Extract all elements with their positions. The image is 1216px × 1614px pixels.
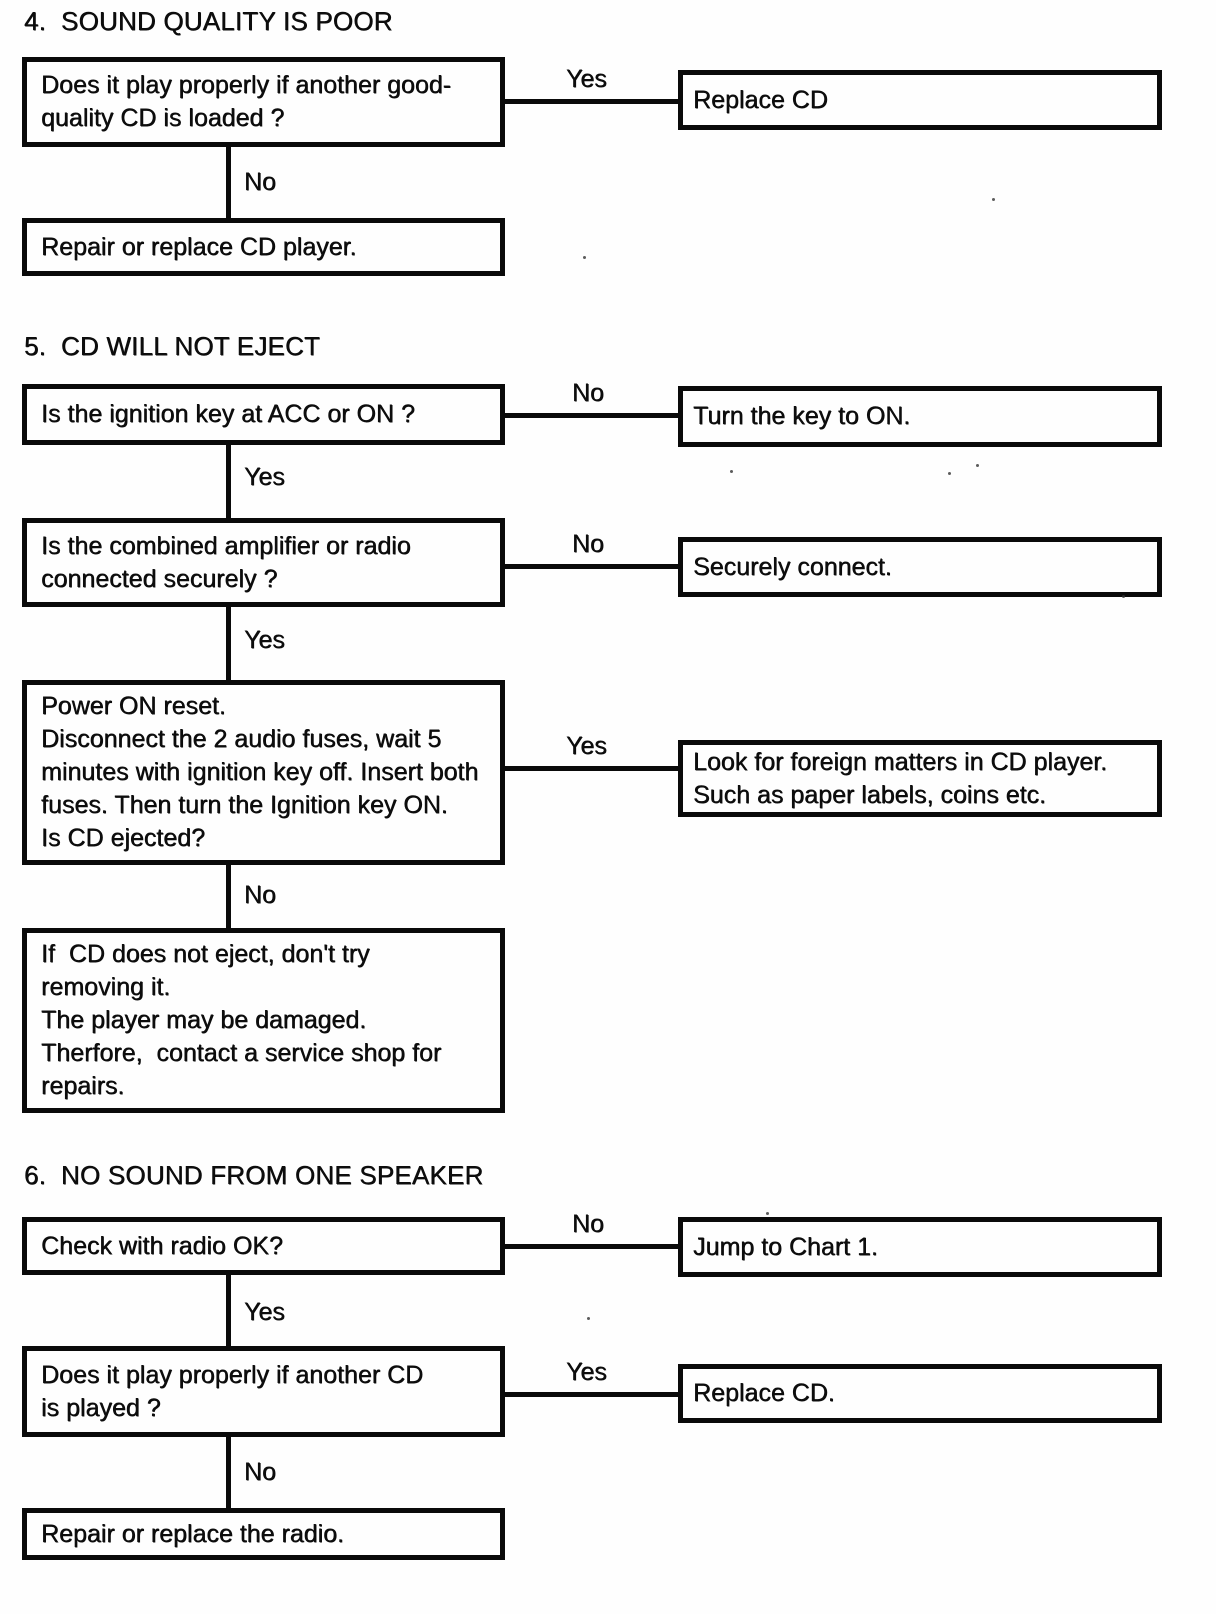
s4-repair-cd-player-box: Repair or replace CD player. (22, 218, 505, 276)
s5-power-on-reset-box: Power ON reset. Disconnect the 2 audio f… (22, 680, 505, 865)
s6-yes-branch-line-2 (500, 1392, 680, 1397)
s4-question-cd-quality-box: Does it play properly if another good- q… (22, 57, 505, 147)
s6-yes-branch-label-2: Yes (566, 1358, 607, 1386)
s6-no-connector-line-2 (226, 1435, 231, 1510)
s6-jump-to-chart-box: Jump to Chart 1. (678, 1217, 1162, 1277)
scan-speck (992, 198, 995, 201)
s5-no-branch-label-2: No (572, 530, 604, 558)
s6-no-connector-label-2: No (244, 1458, 276, 1486)
scan-speck (587, 1317, 590, 1320)
section-5-title: 5. CD WILL NOT EJECT (24, 331, 321, 361)
s4-no-connector-label: No (244, 168, 276, 196)
s5-securely-connect-box: Securely connect. (678, 537, 1162, 597)
s6-question-radio-ok-box: Check with radio OK? (22, 1217, 505, 1275)
s5-yes-connector-label-2: Yes (244, 626, 285, 654)
s5-question-amplifier-box: Is the combined amplifier or radio conne… (22, 518, 505, 607)
s5-yes-connector-line-1 (226, 443, 231, 520)
s5-yes-connector-line-2 (226, 605, 231, 682)
s5-do-not-remove-box: If CD does not eject, don't try removing… (22, 928, 505, 1113)
scan-speck (730, 470, 733, 473)
section-4-title: 4. SOUND QUALITY IS POOR (24, 6, 393, 36)
s5-foreign-matter-box: Look for foreign matters in CD player. S… (678, 740, 1162, 817)
s6-yes-connector-line-1 (226, 1273, 231, 1348)
s6-yes-connector-label-1: Yes (244, 1298, 285, 1326)
s5-yes-connector-label-1: Yes (244, 463, 285, 491)
s4-replace-cd-box: Replace CD (678, 70, 1162, 130)
s6-question-another-cd-box: Does it play properly if another CD is p… (22, 1346, 505, 1437)
section-6-title: 6. NO SOUND FROM ONE SPEAKER (24, 1160, 484, 1190)
scan-speck (1122, 595, 1125, 598)
scan-speck (976, 464, 979, 467)
s5-no-branch-line-1 (500, 413, 680, 418)
s6-no-branch-label-1: No (572, 1210, 604, 1238)
s4-yes-branch-label: Yes (566, 65, 607, 93)
scan-speck (583, 256, 586, 259)
s5-question-ignition-key-box: Is the ignition key at ACC or ON ? (22, 384, 505, 445)
s5-no-branch-label-1: No (572, 379, 604, 407)
s5-no-branch-line-2 (500, 564, 680, 569)
s5-no-connector-line-3 (226, 863, 231, 930)
s5-yes-branch-line-3 (500, 766, 680, 771)
s6-repair-radio-box: Repair or replace the radio. (22, 1508, 505, 1560)
s5-turn-key-on-box: Turn the key to ON. (678, 386, 1162, 447)
scan-speck (766, 1212, 769, 1215)
s4-yes-branch-line (500, 99, 680, 104)
s4-no-connector-line (226, 145, 231, 220)
scan-speck (948, 472, 951, 475)
s5-yes-branch-label-3: Yes (566, 732, 607, 760)
s6-replace-cd-box: Replace CD. (678, 1364, 1162, 1423)
s6-no-branch-line-1 (500, 1244, 680, 1249)
s5-no-connector-label-3: No (244, 881, 276, 909)
